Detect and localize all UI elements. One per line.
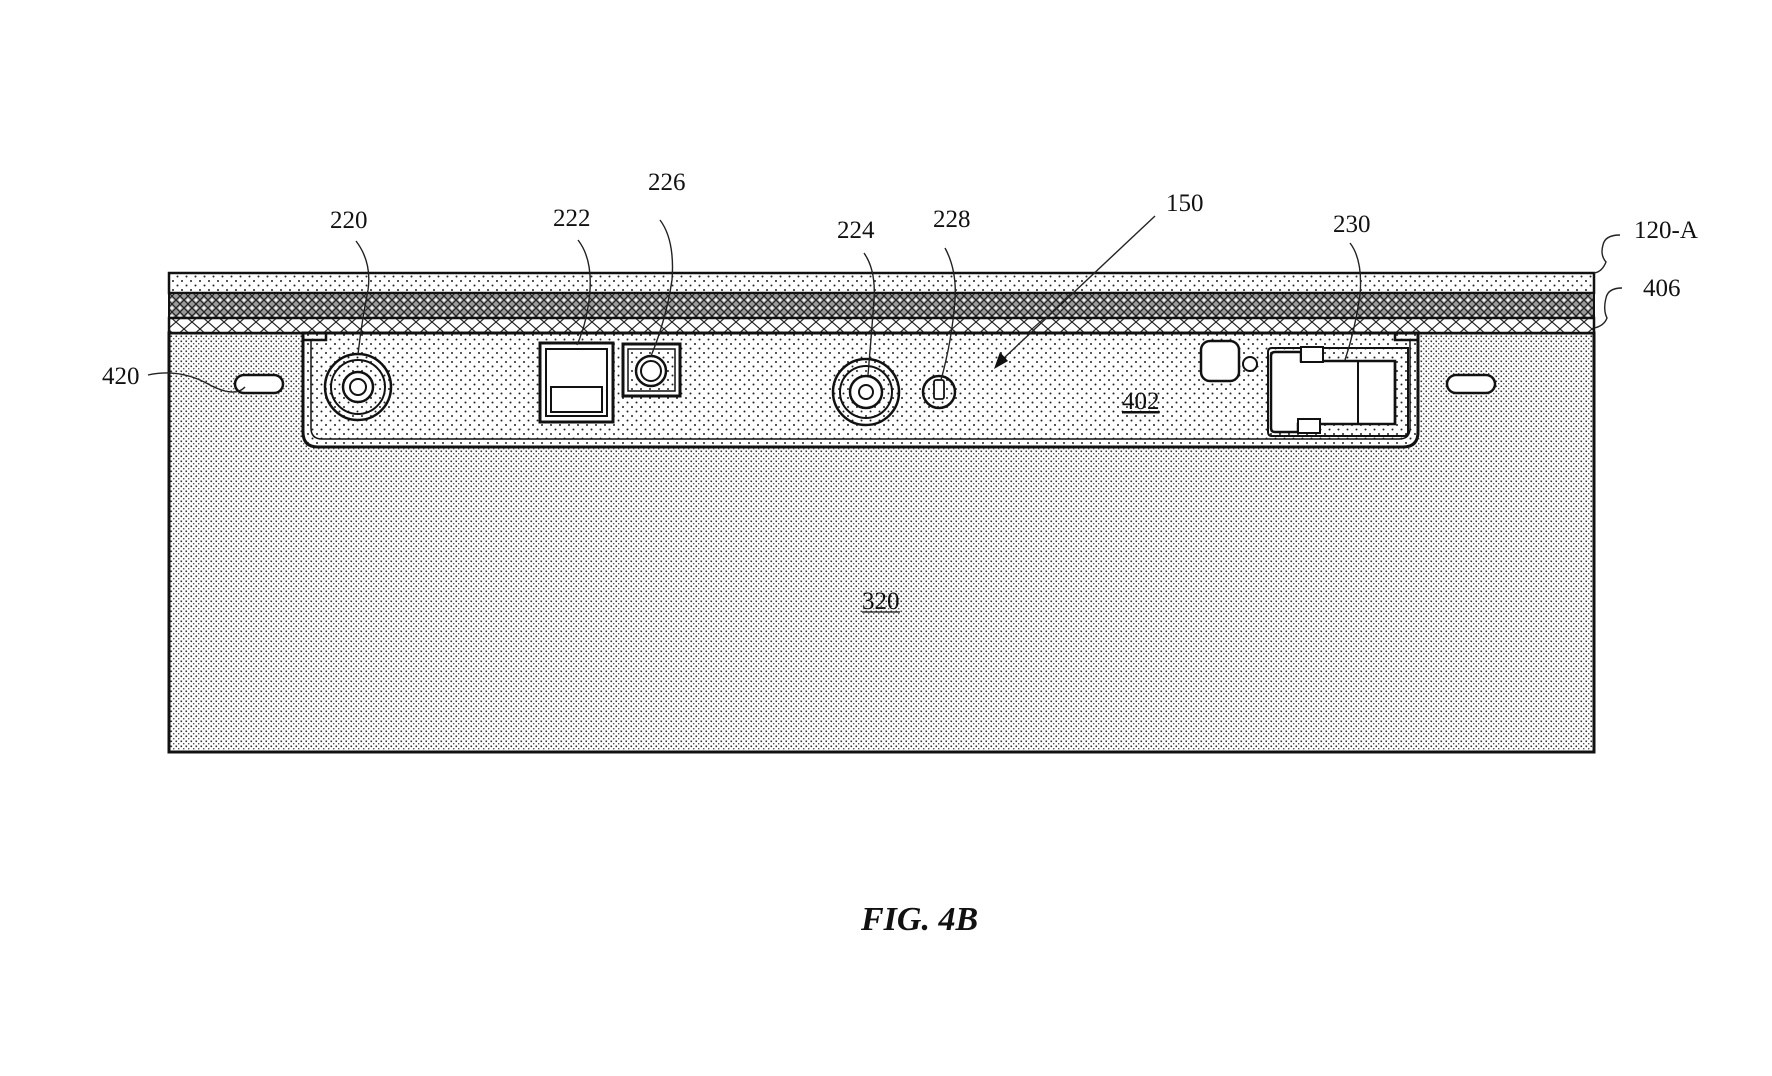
adhesive-layer-406 (167, 316, 1596, 335)
recess-step-right (1393, 333, 1418, 342)
ambient-light-sensor (1242, 356, 1258, 372)
connector-230 (1267, 346, 1409, 437)
leader-228 (940, 247, 956, 381)
leader-150 (1003, 215, 1156, 359)
leader-120A (1593, 234, 1621, 274)
mount-slot-left (233, 373, 285, 395)
label-220: 220 (330, 207, 368, 234)
arrowhead-150-icon (994, 352, 1008, 369)
inner-panel-inner-outline (310, 341, 1411, 440)
leader-230 (1344, 242, 1362, 361)
label-320: 320 (862, 588, 900, 615)
figure-caption: FIG. 4B (860, 901, 978, 938)
indicator-228 (921, 374, 957, 410)
label-224: 224 (837, 217, 875, 244)
cover-layer-dark-hatch (168, 292, 1595, 319)
sensor-block-222 (538, 341, 615, 424)
cover-layer-dotted (167, 271, 1596, 295)
leader-224 (863, 252, 875, 376)
label-222: 222 (553, 205, 591, 232)
label-402: 402 (1122, 388, 1160, 415)
label-228: 228 (933, 206, 971, 233)
leader-226 (650, 219, 674, 357)
label-120A: 120-A (1634, 217, 1698, 244)
label-226: 226 (648, 169, 686, 196)
label-420: 420 (102, 363, 140, 390)
leader-220 (355, 240, 370, 355)
label-230: 230 (1333, 211, 1371, 238)
camera-220 (323, 352, 393, 422)
leader-406 (1593, 287, 1623, 329)
label-406: 406 (1643, 275, 1681, 302)
proximity-sensor (1199, 339, 1241, 383)
small-lens-226 (621, 342, 682, 398)
camera-224 (831, 357, 901, 427)
mount-slot-right (1445, 373, 1497, 395)
leader-420 (147, 372, 246, 393)
label-150: 150 (1166, 190, 1204, 217)
recess-step-left (303, 333, 328, 342)
leader-222 (576, 239, 591, 346)
cover-layer-stack (167, 271, 1596, 335)
